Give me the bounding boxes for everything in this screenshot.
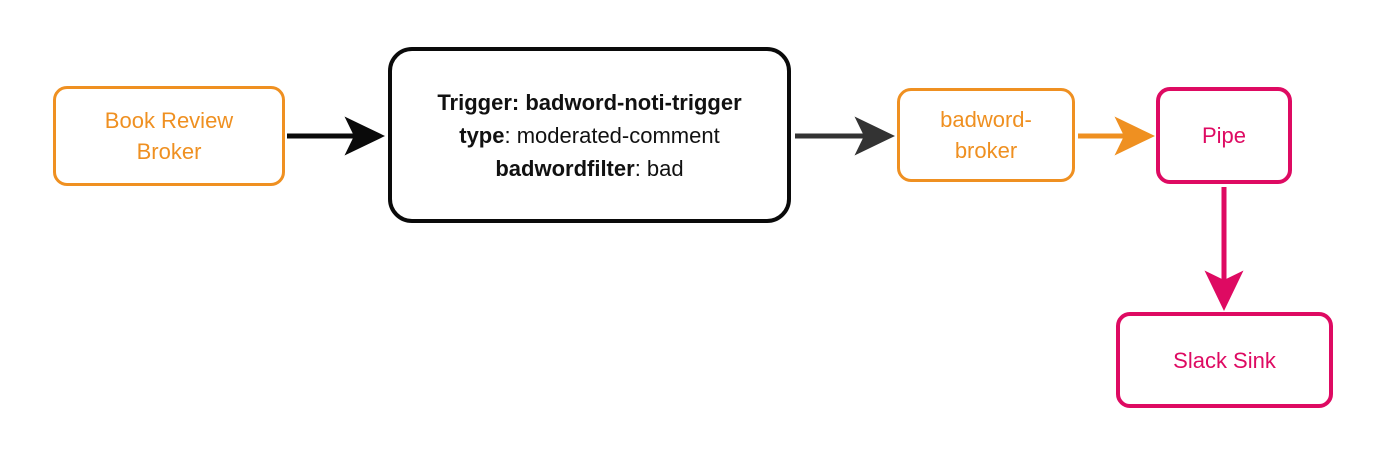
node-slack-sink-label: Slack Sink — [1173, 347, 1276, 373]
node-badword-broker[interactable]: badword- broker — [897, 88, 1075, 182]
trigger-name-text: Trigger: badword-noti-trigger — [437, 89, 742, 115]
node-slack-sink[interactable]: Slack Sink — [1116, 312, 1333, 408]
trigger-type-key: type — [459, 122, 505, 148]
trigger-badwordfilter-value: bad — [646, 155, 684, 181]
node-badword-broker-label: badword- broker — [940, 107, 1032, 163]
node-book-review-broker[interactable]: Book Review Broker — [53, 86, 285, 186]
trigger-badwordfilter-separator: : — [634, 155, 647, 181]
trigger-config-list: Trigger: badword-noti-trigger type: mode… — [421, 86, 757, 185]
node-pipe[interactable]: Pipe — [1156, 87, 1292, 184]
node-trigger[interactable]: Trigger: badword-noti-trigger type: mode… — [388, 47, 791, 223]
trigger-type-separator: : — [504, 122, 517, 148]
node-pipe-label: Pipe — [1201, 123, 1247, 148]
trigger-type-value: moderated-comment — [516, 122, 720, 148]
trigger-line-name: Trigger: badword-noti-trigger — [437, 86, 741, 119]
node-book-review-broker-label: Book Review Broker — [104, 108, 234, 164]
trigger-line-type: type: moderated-comment — [437, 119, 741, 152]
trigger-badwordfilter-key: badwordfilter — [495, 155, 635, 181]
trigger-line-badwordfilter: badwordfilter: bad — [437, 152, 741, 185]
